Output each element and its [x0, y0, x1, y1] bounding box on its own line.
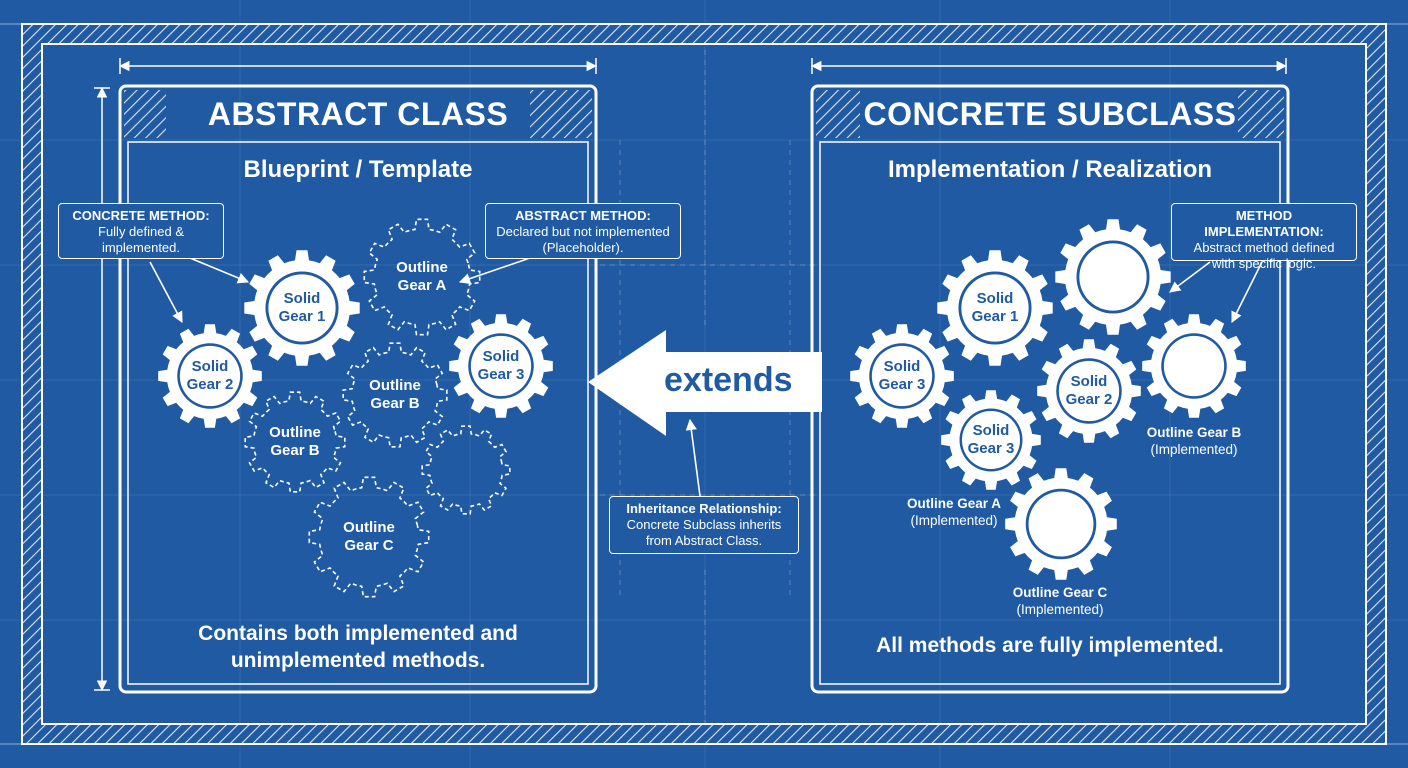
abstract-method-line1: Declared but not implemented: [496, 224, 670, 239]
outline-gear-c-caption: Outline Gear C (Implemented): [1012, 585, 1108, 617]
abstract-footer-line2: unimplemented methods.: [230, 649, 486, 672]
method-implementation-heading: METHOD IMPLEMENTATION:: [1204, 208, 1324, 239]
concrete-subclass-panel: [810, 84, 1290, 694]
right-solid-gear-3b-icon-ring: [962, 411, 1020, 469]
right-outline-gear-c-icon-ring: [1028, 491, 1094, 557]
concrete-subclass-title: CONCRETE SUBCLASS: [863, 96, 1237, 132]
concrete-subclass-footer: All methods are fully implemented.: [876, 634, 1224, 657]
left-solid-gear-2-icon-ring: [179, 345, 241, 407]
inheritance-note: Inheritance Relationship: Concrete Subcl…: [609, 496, 799, 554]
left-solid-gear-3-icon-ring: [470, 335, 532, 397]
method-implementation-note: METHOD IMPLEMENTATION: Abstract method d…: [1171, 203, 1357, 271]
left-solid-gear-1-icon-ring: [268, 274, 336, 342]
abstract-class-title: ABSTRACT CLASS: [207, 96, 509, 132]
left-outline-gear-c-icon: [308, 476, 430, 598]
abstract-method-line2: (Placeholder).: [542, 240, 624, 255]
left-outline-gear-b2-icon: [244, 391, 346, 493]
concrete-method-heading: CONCRETE METHOD:: [72, 208, 210, 223]
right-outline-gear-b-icon-ring: [1163, 335, 1225, 397]
right-outline-gear-a-icon-ring: [1079, 243, 1147, 311]
right-solid-gear-3a-icon-ring: [871, 345, 933, 407]
extends-arrow: [588, 330, 822, 436]
left-outline-gear-a-icon: [363, 218, 481, 336]
outline-gear-b-caption: Outline Gear B (Implemented): [1146, 425, 1242, 457]
abstract-class-subtitle: Blueprint / Template: [243, 156, 473, 183]
concrete-method-line2: implemented.: [101, 240, 181, 255]
inheritance-line1: Concrete Subclass inherits: [626, 517, 782, 532]
left-empty-gear-icon: [421, 425, 511, 515]
abstract-footer-line1: Contains both implemented and: [198, 622, 518, 645]
outline-gear-a-caption: Outline Gear A (Implemented): [906, 496, 1002, 528]
concrete-subclass-subtitle: Implementation / Realization: [887, 156, 1213, 183]
concrete-method-line1: Fully defined &: [98, 224, 184, 239]
left-outline-gear-b-icon: [342, 342, 448, 448]
abstract-class-panel: [118, 84, 598, 694]
abstract-method-note: ABSTRACT METHOD: Declared but not implem…: [485, 203, 681, 259]
inheritance-heading: Inheritance Relationship:: [626, 501, 782, 516]
inheritance-line2: from Abstract Class.: [645, 533, 763, 548]
method-implementation-line1: Abstract method defined: [1193, 240, 1335, 255]
method-implementation-line2: with specific logic.: [1211, 256, 1317, 271]
abstract-method-heading: ABSTRACT METHOD:: [515, 208, 651, 223]
right-solid-gear-2-icon-ring: [1058, 360, 1120, 422]
concrete-method-note: CONCRETE METHOD: Fully defined & impleme…: [58, 203, 224, 259]
right-solid-gear-1-icon-ring: [961, 274, 1029, 342]
abstract-class-footer: Contains both implemented and unimplemen…: [120, 620, 596, 674]
extends-label: extends: [664, 361, 793, 399]
